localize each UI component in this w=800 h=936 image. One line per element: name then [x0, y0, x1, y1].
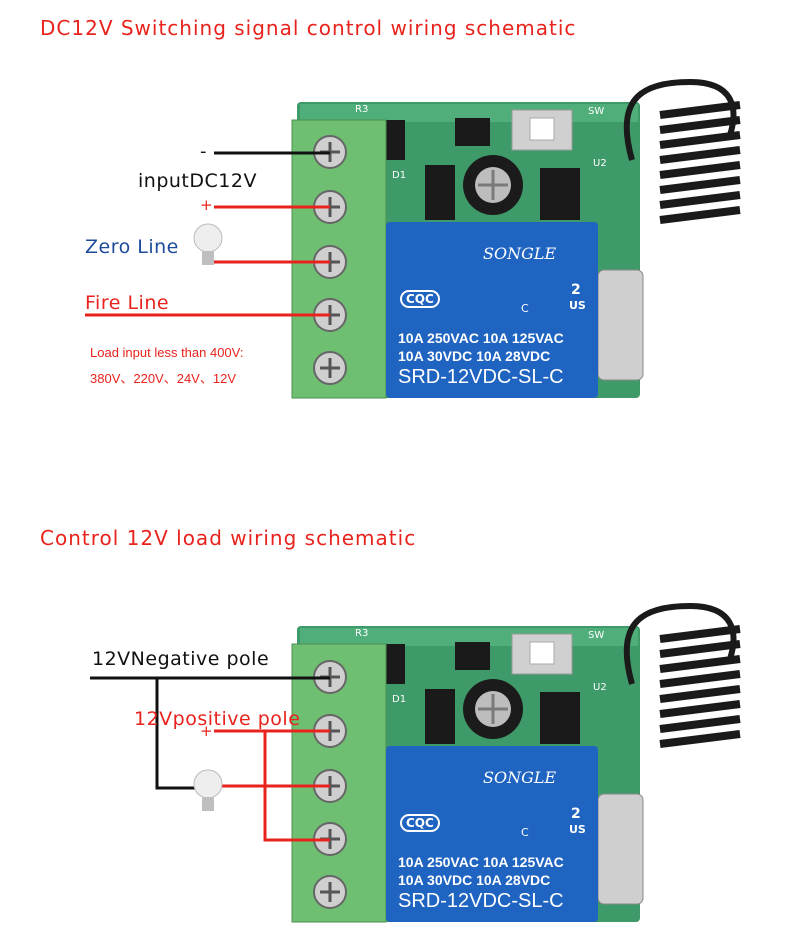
relay-rating-2: 10A 30VDC 10A 28VDC — [398, 348, 551, 364]
bulb-icon — [193, 769, 223, 811]
pcb-sw: SW — [588, 630, 605, 641]
positive-pole-label: 12Vpositive pole — [134, 708, 301, 730]
chip — [540, 168, 580, 220]
pcb-sw: SW — [588, 106, 605, 117]
plus-label: + — [200, 722, 213, 740]
zero-line-label: Zero Line — [85, 236, 179, 258]
chip — [540, 692, 580, 744]
relay — [386, 746, 598, 922]
relay-model: SRD-12VDC-SL-C — [398, 366, 564, 388]
relay-ul-2: 2 — [571, 806, 581, 822]
diagram-2-board — [90, 602, 741, 923]
oscillator — [597, 793, 644, 905]
relay-rating-2: 10A 30VDC 10A 28VDC — [398, 872, 551, 888]
chip — [455, 118, 490, 146]
antenna-coil — [659, 625, 741, 748]
minus-label: - — [200, 141, 207, 162]
pcb-r3: R3 — [355, 628, 369, 639]
wire-positive-loop — [263, 731, 330, 842]
antenna — [623, 78, 737, 161]
relay-model: SRD-12VDC-SL-C — [398, 890, 564, 912]
relay-ul-2: 2 — [571, 282, 581, 298]
relay-ul-c: C — [521, 302, 529, 315]
relay-brand: SONGLE — [483, 244, 557, 263]
diagram-1-title: DC12V Switching signal control wiring sc… — [40, 16, 577, 40]
chip — [425, 165, 455, 220]
antenna-coil — [659, 101, 741, 224]
chip — [455, 642, 490, 670]
antenna — [623, 602, 737, 685]
relay — [386, 222, 598, 398]
diagram-2-title: Control 12V load wiring schematic — [40, 526, 417, 550]
relay-brand: SONGLE — [483, 768, 557, 787]
switch-button — [529, 641, 555, 665]
relay-rating-1: 10A 250VAC 10A 125VAC — [398, 854, 564, 870]
pcb-d1: D1 — [392, 694, 407, 705]
wire-negative-drop — [155, 678, 200, 790]
oscillator — [597, 269, 644, 381]
bulb-icon — [193, 223, 223, 265]
relay-ul-us: US — [569, 299, 586, 312]
diagram-1: DC12V Switching signal control wiring sc… — [0, 0, 800, 400]
input-dc12v-label: inputDC12V — [138, 170, 257, 192]
diagram-1-board — [85, 78, 741, 399]
diagram-2: Control 12V load wiring schematic — [0, 520, 800, 923]
terminal-screws — [313, 660, 347, 909]
plus-label: + — [200, 196, 213, 214]
relay-rating-1: 10A 250VAC 10A 125VAC — [398, 330, 564, 346]
relay-ul-us: US — [569, 823, 586, 836]
relay-ul-c: C — [521, 826, 529, 839]
switch-body — [511, 633, 573, 675]
chip — [385, 120, 405, 160]
negative-pole-label: 12VNegative pole — [92, 648, 270, 670]
fire-line-label: Fire Line — [85, 292, 170, 314]
pcb-d1: D1 — [392, 170, 407, 181]
chip — [385, 644, 405, 684]
pcb-r3: R3 — [355, 104, 369, 115]
relay-cqc: CQC — [400, 290, 440, 308]
relay-cqc: CQC — [400, 814, 440, 832]
pcb-u2: U2 — [593, 682, 607, 693]
pcb-u2: U2 — [593, 158, 607, 169]
load-note-2: 380V、220V、24V、12V — [90, 371, 236, 386]
switch-button — [529, 117, 555, 141]
minus-label: - — [121, 668, 127, 686]
load-note-1: Load input less than 400V: — [90, 345, 244, 360]
chip — [425, 689, 455, 744]
